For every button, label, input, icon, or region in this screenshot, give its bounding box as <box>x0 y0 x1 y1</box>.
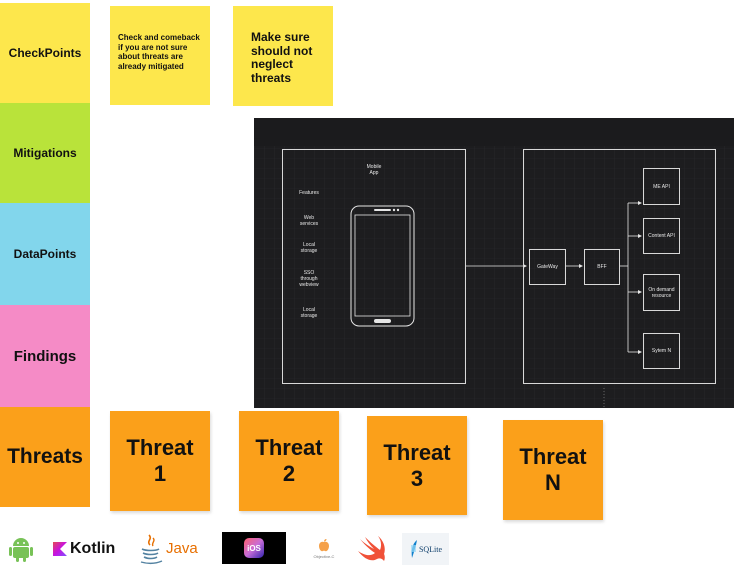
threat-card-2-id: 2 <box>282 461 296 486</box>
findings-sticky[interactable]: Findings <box>0 305 90 407</box>
note-check-comeback[interactable]: Check and comeback if you are not sure a… <box>110 6 210 105</box>
note-check-comeback-text: Check and comeback if you are not sure a… <box>118 33 200 71</box>
mitigations-label: Mitigations <box>13 146 77 160</box>
threat-card-3-title: Threat <box>383 439 451 465</box>
threat-card-n-id: N <box>545 470 561 495</box>
java-text: Java <box>166 540 198 557</box>
bff-node[interactable]: BFF <box>584 249 620 285</box>
threat-card-3-id: 3 <box>410 465 424 491</box>
java-cup-icon <box>140 533 163 564</box>
swift-icon <box>358 535 385 561</box>
diagram-grid-lines <box>254 118 734 408</box>
threats-label: Threats <box>7 445 83 468</box>
swift-logo <box>356 531 388 566</box>
datapoints-sticky[interactable]: DataPoints <box>0 203 90 305</box>
mobile-app-title: Mobile App <box>366 164 382 176</box>
datapoints-label: DataPoints <box>13 247 77 261</box>
gateway-node[interactable]: GateWay <box>529 249 566 285</box>
findings-label: Findings <box>13 347 77 365</box>
feature-sso-webview: SSO through webview <box>299 270 319 288</box>
mobile-app-container <box>282 149 466 384</box>
service-system-n[interactable]: Sytem N <box>643 333 680 369</box>
threat-card-1-id: 1 <box>153 461 167 486</box>
threat-card-2-title: Threat <box>255 435 323 460</box>
objective-c-text: Objective-C <box>313 554 335 559</box>
architecture-diagram[interactable]: Mobile App Features Web services Local s… <box>254 118 734 408</box>
sqlite-feather-icon <box>410 540 417 558</box>
objective-c-logo: Objective-C <box>307 531 341 566</box>
kotlin-logo: Kotlin <box>53 531 121 566</box>
sqlite-text: SQLite <box>418 544 443 554</box>
feature-local-storage-2: Local storage <box>300 307 318 319</box>
feature-local-storage-1: Local storage <box>300 242 318 254</box>
android-icon <box>9 537 33 562</box>
kotlin-text: Kotlin <box>70 539 116 557</box>
mitigations-sticky[interactable]: Mitigations <box>0 103 90 203</box>
note-make-sure-text: Make sure should not neglect threats <box>251 30 313 85</box>
checkpoints-label: CheckPoints <box>8 46 82 60</box>
threat-card-n-title: Threat <box>519 444 587 469</box>
service-me-api[interactable]: ME API <box>643 168 680 205</box>
threats-sticky[interactable]: Threats <box>0 407 90 507</box>
ios-text: iOS <box>247 543 261 553</box>
checkpoints-sticky[interactable]: CheckPoints <box>0 3 90 103</box>
threat-card-1-title: Threat <box>126 435 194 460</box>
ios-app-icon: iOS <box>244 538 264 558</box>
apple-icon <box>319 539 329 552</box>
note-make-sure[interactable]: Make sure should not neglect threats <box>233 6 333 106</box>
backend-container <box>523 149 716 384</box>
service-on-demand-resource[interactable]: On demand resource <box>643 274 680 311</box>
ios-logo: iOS <box>222 532 286 564</box>
sqlite-logo: SQLite <box>402 533 449 565</box>
kotlin-icon <box>53 541 67 556</box>
feature-features: Features <box>299 190 319 196</box>
service-content-api[interactable]: Content API <box>643 218 680 254</box>
feature-web-services: Web services <box>299 215 319 227</box>
android-logo <box>8 531 40 566</box>
java-logo: Java <box>138 531 200 566</box>
